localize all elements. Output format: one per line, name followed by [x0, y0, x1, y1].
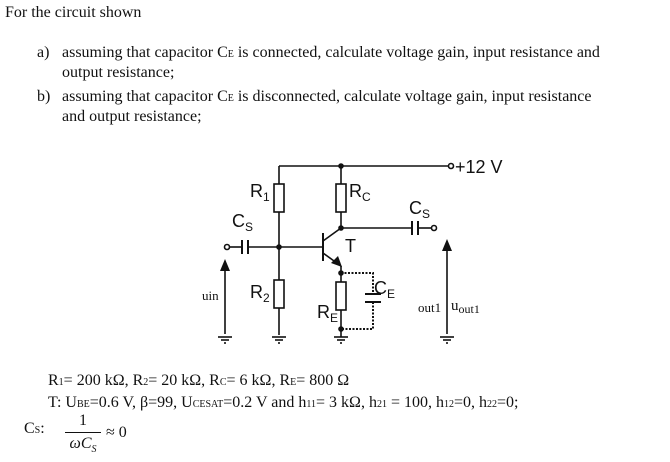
- task-a-text-post: is connected, calculate voltage gain, in…: [233, 44, 600, 61]
- resistor-r1: [273, 183, 285, 213]
- uout-label: uout1: [451, 298, 480, 316]
- cs-out-label: CS: [409, 198, 430, 221]
- uin-arrowhead-icon: [220, 259, 230, 271]
- task-b-text-pre: assuming that capacitor C: [62, 88, 228, 105]
- param-seg: CESAT: [192, 399, 224, 410]
- resistor-r2: [273, 279, 285, 309]
- ground-symbols: [218, 336, 454, 344]
- task-b-label: b): [37, 88, 51, 105]
- task-a-label: a): [37, 44, 50, 61]
- param-seg: =0.2 V and h: [223, 394, 307, 411]
- task-a-sub: E: [227, 49, 234, 60]
- param-seg: = 100, h: [386, 394, 444, 411]
- cs-pre: C: [24, 420, 35, 437]
- param-seg: 12: [443, 399, 454, 410]
- ce-label: CE: [374, 278, 395, 301]
- transistor-label: T: [345, 236, 356, 256]
- uout-arrowhead-icon: [442, 239, 452, 251]
- param-seg: =0;: [497, 394, 519, 411]
- ce-wire-bottom: [341, 302, 374, 330]
- param-seg: = 800 Ω: [296, 372, 350, 389]
- param-seg: = 20 kΩ, R: [148, 372, 220, 389]
- params-line-2: T: UBE=0.6 V, β=99, UCESAT=0.2 V and h11…: [48, 394, 518, 412]
- task-a-line2: output resistance;: [62, 64, 175, 81]
- param-seg: E: [290, 377, 297, 388]
- params-line-1: R1= 200 kΩ, R2= 20 kΩ, RC= 6 kΩ, RE= 800…: [48, 372, 349, 390]
- emitter-arrow-icon: [331, 256, 342, 267]
- output-terminal: [430, 224, 438, 232]
- ce-wire-top: [341, 272, 374, 294]
- param-seg: = 3 kΩ, h: [316, 394, 377, 411]
- cs-approx: ≈ 0: [106, 424, 127, 441]
- cs-condition-label: CS:: [24, 420, 45, 438]
- param-seg: = 6 kΩ, R: [226, 372, 291, 389]
- out-left-label: out1: [418, 300, 441, 315]
- transistor-collector: [322, 227, 342, 242]
- task-b-sub: E: [227, 93, 234, 104]
- param-seg: 21: [376, 399, 387, 410]
- r1-label: R1: [250, 181, 270, 204]
- fraction-denominator: ωCS: [69, 435, 97, 456]
- fraction-bar: [65, 432, 101, 433]
- task-b-text-post: is disconnected, calculate voltage gain,…: [233, 88, 592, 105]
- task-a-text: assuming that capacitor CE is connected,…: [62, 44, 670, 82]
- param-seg: C: [219, 377, 227, 388]
- param-seg: 1: [58, 377, 64, 388]
- param-seg: =0.6 V, β=99, U: [89, 394, 193, 411]
- param-seg: =0, h: [453, 394, 488, 411]
- param-seg: BE: [76, 399, 90, 410]
- input-terminal: [223, 243, 231, 251]
- intro-text: For the circuit shown: [5, 4, 142, 21]
- task-b-line2: and output resistance;: [62, 108, 202, 125]
- param-seg: R: [48, 372, 59, 389]
- cs-colon: :: [40, 420, 45, 437]
- cs-fraction: 1 ωCS: [65, 412, 101, 455]
- resistor-rc: [335, 183, 347, 213]
- task-a-text-pre: assuming that capacitor C: [62, 44, 228, 61]
- supply-label: +12 V: [455, 157, 503, 177]
- re-label: RE: [317, 302, 338, 325]
- supply-terminal: [447, 162, 455, 170]
- resistor-re: [335, 281, 347, 311]
- r2-label: R2: [250, 282, 270, 305]
- rc-label: RC: [349, 181, 371, 204]
- param-seg: 11: [306, 399, 317, 410]
- cs-sub: S: [34, 425, 41, 436]
- param-seg: 2: [143, 377, 149, 388]
- uin-label: uin: [202, 288, 219, 303]
- param-seg: 22: [487, 399, 498, 410]
- task-b-text: assuming that capacitor CE is disconnect…: [62, 88, 670, 126]
- param-seg: T: U: [48, 394, 77, 411]
- param-seg: = 200 kΩ, R: [63, 372, 144, 389]
- cs-in-label: CS: [232, 211, 253, 234]
- fraction-numerator: 1: [79, 412, 87, 429]
